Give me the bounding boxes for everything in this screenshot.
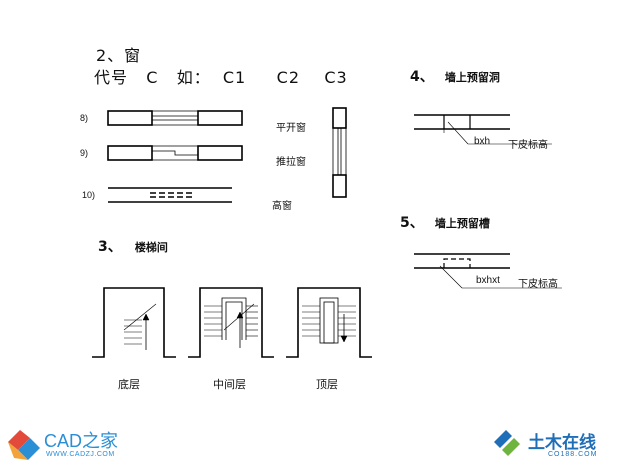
stair-label-ground: 底层 (118, 378, 140, 391)
wall-slot-symbol (414, 253, 562, 289)
wall-hole-note: 下皮标高 (508, 140, 548, 151)
wall-slot-note: 下皮标高 (518, 279, 558, 290)
wall-slot-number: 5、 (400, 215, 424, 231)
stair-ground-floor (92, 287, 176, 358)
window-label-sliding: 推拉窗 (276, 157, 306, 168)
stair-label-top: 顶层 (316, 378, 338, 391)
co188-logo: 土木在线 CO188.COM (492, 424, 637, 464)
wall-hole-dimension: bxh (474, 136, 491, 147)
wall-slot-heading: 5、 墙上预留槽 (400, 212, 490, 232)
window-item-number-9: 9) (80, 148, 89, 158)
stairs-number: 3、 (98, 239, 122, 255)
windows-heading: 2、窗 (96, 46, 142, 65)
wall-hole-heading: 4、 墙上预留洞 (410, 66, 500, 86)
wall-slot-title: 墙上预留槽 (434, 217, 490, 230)
cadzj-url: WWW.CADZJ.COM (46, 451, 115, 458)
wall-hole-title: 墙上预留洞 (444, 71, 500, 84)
wall-slot-dimension: bxhxt (476, 275, 500, 286)
cadzj-mark-icon (8, 430, 40, 460)
stair-middle-floor (188, 287, 274, 358)
stairs-title: 楼梯间 (134, 241, 168, 254)
window-item-number-8: 8) (80, 113, 89, 123)
cadzj-logo: CAD之家 WWW.CADZJ.COM (4, 424, 154, 464)
wall-hole-number: 4、 (410, 69, 434, 85)
stairs-heading: 3、 楼梯间 (98, 236, 168, 256)
co188-name: 土木在线 (528, 433, 596, 453)
window-label-casement: 平开窗 (276, 123, 306, 134)
window-item-number-10: 10) (82, 190, 96, 200)
co188-url: CO188.COM (548, 451, 598, 458)
sliding-window-symbol (107, 145, 243, 161)
casement-window-symbol (107, 110, 243, 126)
high-window-symbol (108, 187, 232, 203)
vertical-window-symbol (332, 107, 347, 198)
stair-label-middle: 中间层 (213, 378, 246, 391)
wall-hole-symbol (414, 114, 552, 145)
window-label-high: 高窗 (272, 201, 292, 212)
stair-top-floor (286, 287, 372, 358)
co188-mark-icon (494, 430, 520, 456)
cadzj-name: CAD之家 (44, 431, 119, 451)
windows-code-line: 代号 C 如： C1 C2 C3 (94, 68, 348, 87)
